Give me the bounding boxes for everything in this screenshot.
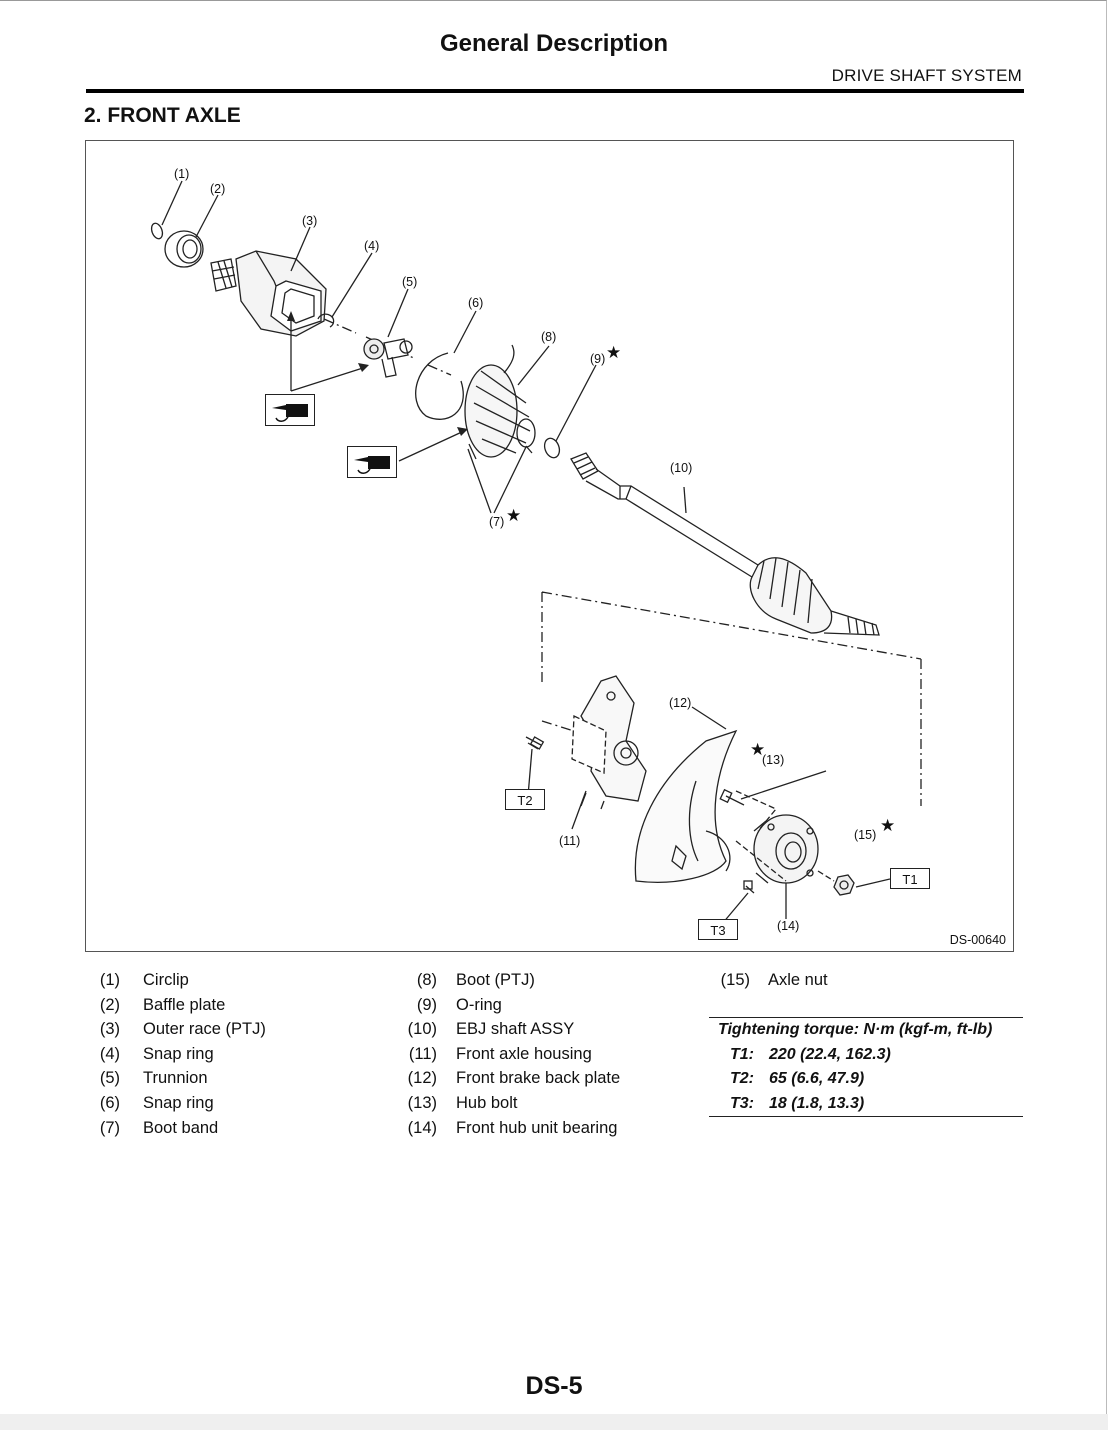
legend-item: (1)Circlip <box>99 971 189 989</box>
legend-column-1: (1)Circlip (2)Baffle plate (3)Outer race… <box>84 971 374 1143</box>
legend-item: (12)Front brake back plate <box>407 1069 621 1088</box>
callout-10: (10) <box>670 461 693 475</box>
torque-tag-t3: T3 <box>698 919 738 940</box>
callout-3: (3) <box>302 214 318 228</box>
grease-gun-icon <box>347 446 397 478</box>
page-bottom-shade <box>0 1414 1108 1430</box>
torque-tag-t2: T2 <box>505 789 545 810</box>
grease-gun-icon <box>265 394 315 426</box>
callout-14: (14) <box>777 919 800 933</box>
legend-item: (9)O-ring <box>416 995 502 1014</box>
legend-item: (6)Snap ring <box>99 1093 214 1112</box>
callout-7: (7) <box>489 515 505 529</box>
section-header: DRIVE SHAFT SYSTEM <box>831 66 1022 85</box>
star-icon: ★ <box>506 506 522 525</box>
legend-item: (11)Front axle housing <box>408 1044 592 1063</box>
torque-tag-t1: T1 <box>890 868 930 889</box>
callout-15: (15) <box>854 828 877 842</box>
callout-12: (12) <box>669 696 692 710</box>
diagram-drawing <box>150 180 922 925</box>
legend-item: (10)EBJ shaft ASSY <box>407 1020 575 1039</box>
legend-item: (2)Baffle plate <box>99 995 226 1014</box>
callout-6: (6) <box>468 296 484 310</box>
callout-5: (5) <box>402 275 418 289</box>
torque-spec-table: Tightening torque: N·m (kgf-m, ft-lb) T1… <box>709 1017 1023 1117</box>
legend-item: (15)Axle nut <box>720 971 828 989</box>
callout-13: (13) <box>762 753 785 767</box>
page-title: General Description <box>439 30 669 57</box>
star-icon: ★ <box>880 816 896 835</box>
legend-column-3: (15)Axle nut <box>714 971 1014 996</box>
page-number: DS-5 <box>525 1372 583 1400</box>
callout-9: (9) <box>590 352 606 366</box>
legend-item: (4)Snap ring <box>99 1044 214 1063</box>
legend-item: (13)Hub bolt <box>407 1093 518 1112</box>
header-rule <box>86 89 1024 93</box>
legend-item: (5)Trunnion <box>99 1069 208 1088</box>
callout-1: (1) <box>174 167 190 181</box>
callout-8: (8) <box>541 330 557 344</box>
torque-heading: Tightening torque: N·m (kgf-m, ft-lb) <box>718 1021 993 1038</box>
legend-item: (8)Boot (PTJ) <box>416 971 535 989</box>
callout-4: (4) <box>364 239 380 253</box>
legend-item: (7)Boot band <box>99 1118 219 1137</box>
exploded-diagram: (1) (2) (3) (4) (5) (6) (7) (8) (9) (10)… <box>85 140 1014 952</box>
callout-11: (11) <box>559 834 581 848</box>
star-icon: ★ <box>606 343 622 362</box>
star-icon: ★ <box>750 740 766 759</box>
legend-column-2: (8)Boot (PTJ) (9)O-ring (10)EBJ shaft AS… <box>401 971 701 1143</box>
legend-item: (3)Outer race (PTJ) <box>99 1020 266 1039</box>
legend-item: (14)Front hub unit bearing <box>407 1118 618 1137</box>
section-title: 2. FRONT AXLE <box>84 104 241 127</box>
callout-2: (2) <box>210 182 226 196</box>
figure-id: DS-00640 <box>949 933 1006 947</box>
